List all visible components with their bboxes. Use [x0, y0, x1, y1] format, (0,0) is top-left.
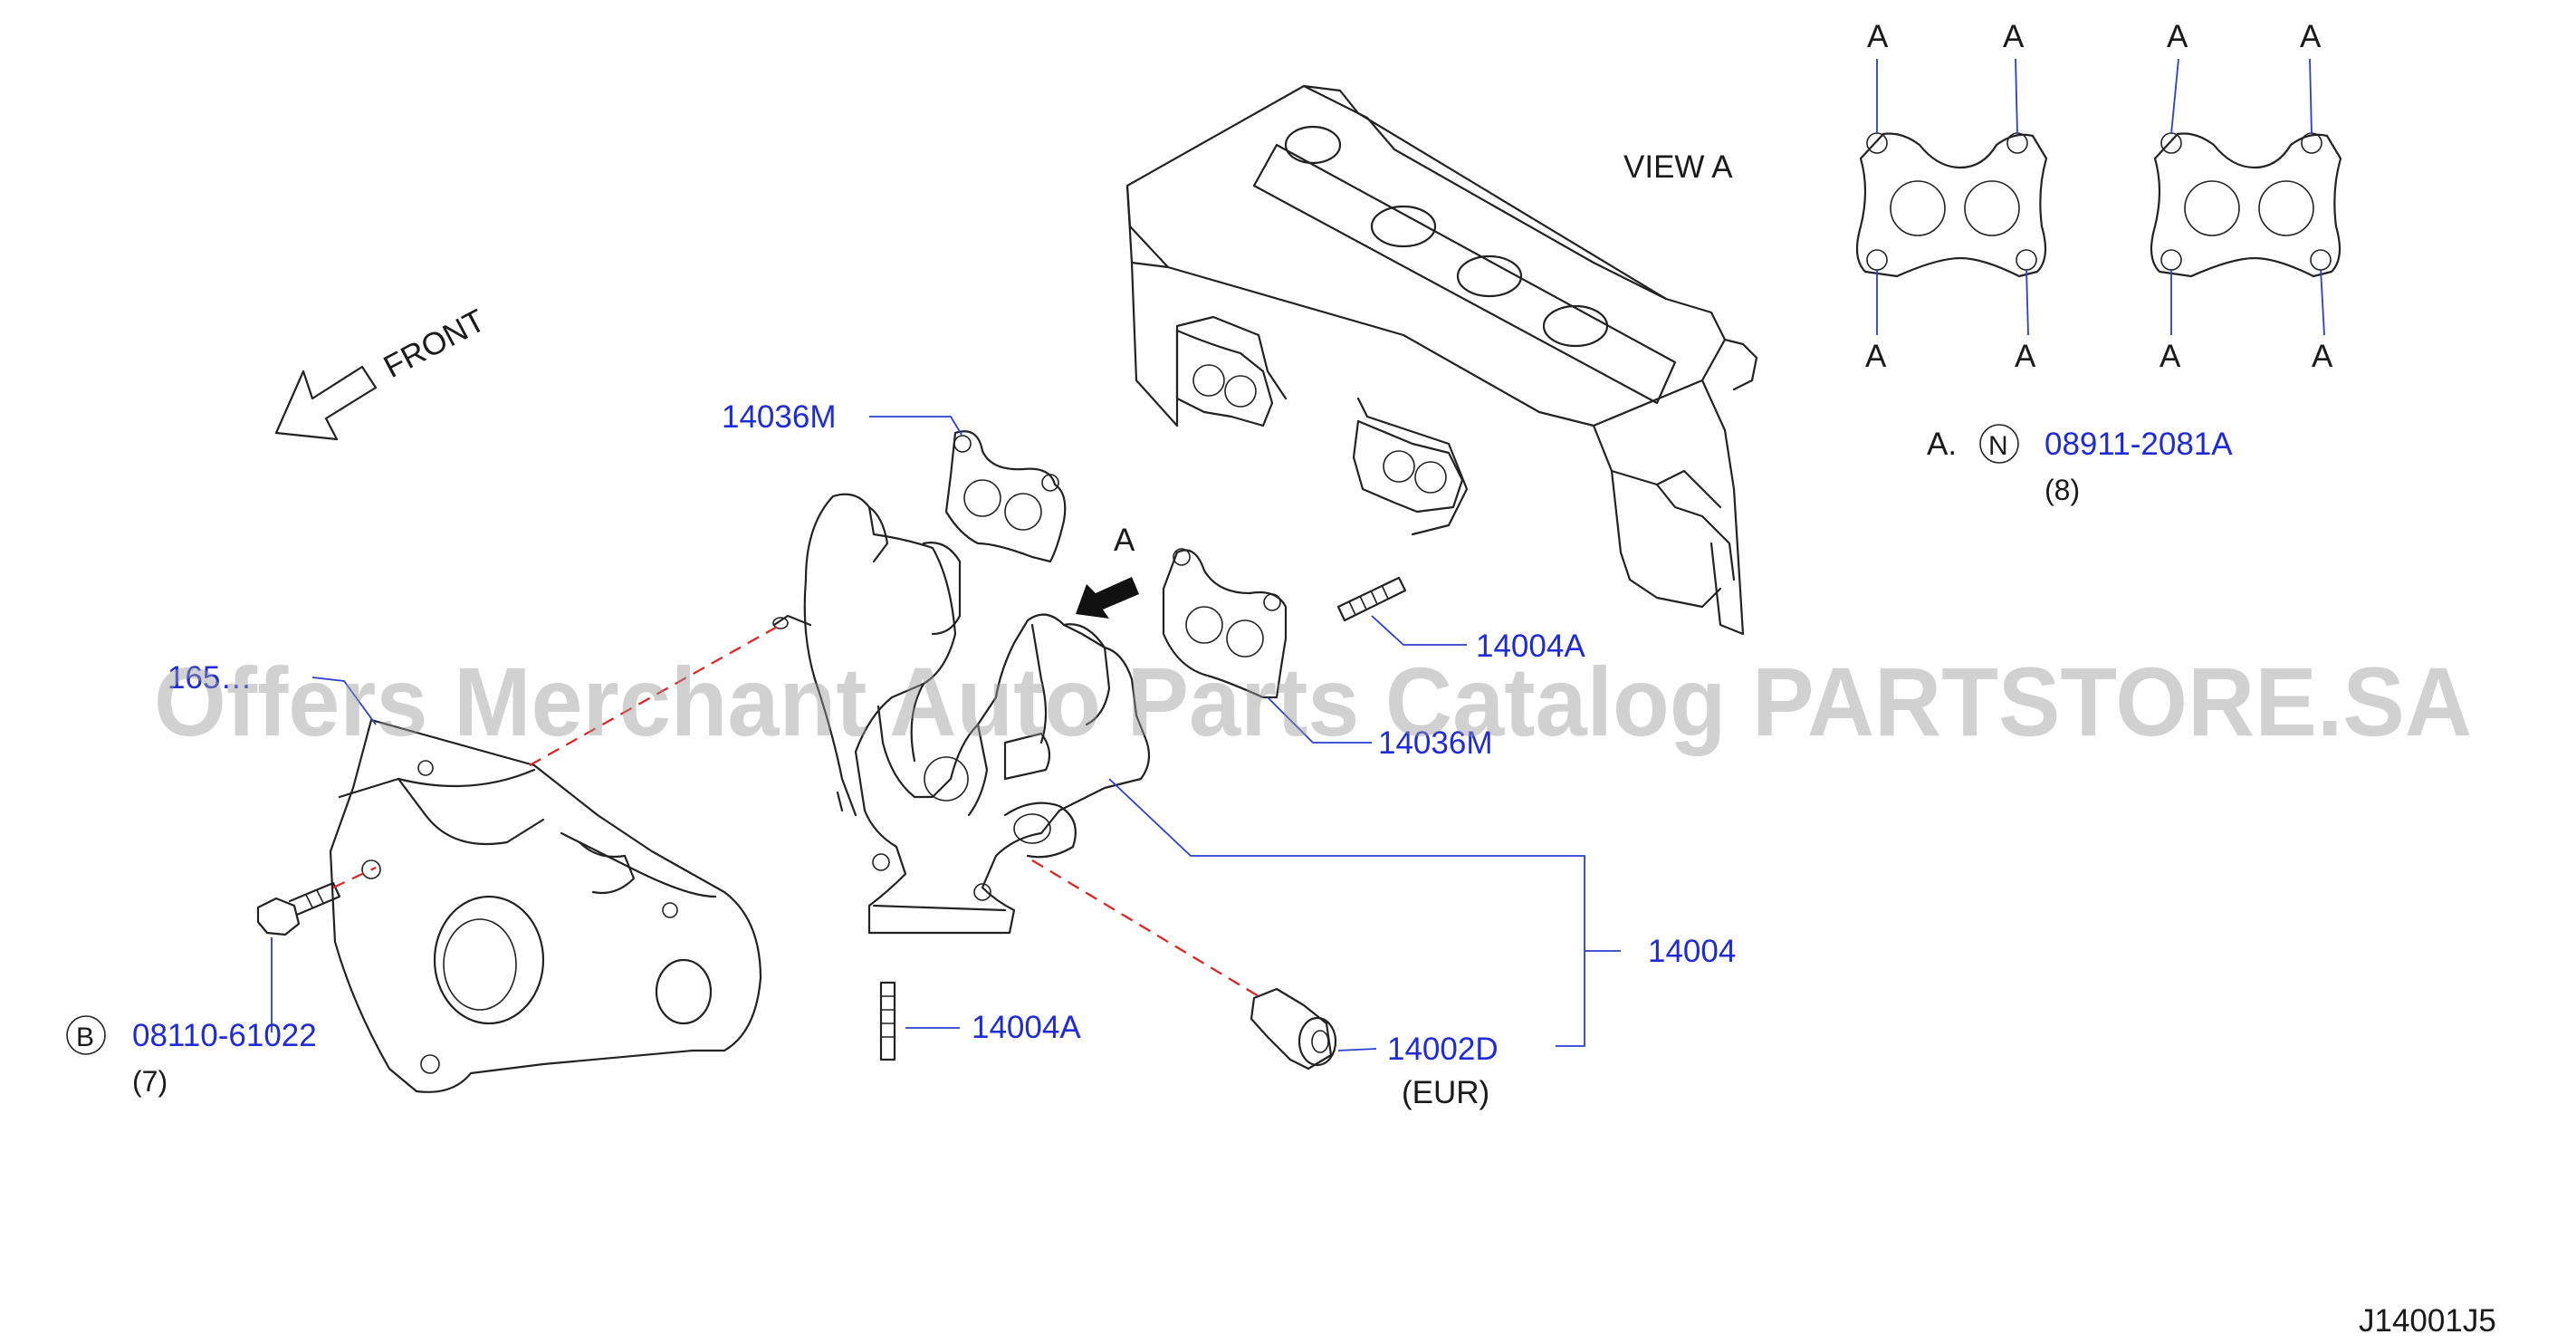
view-a-mark-5: A: [1865, 339, 1887, 374]
view-a-mark-4: A: [2300, 19, 2322, 54]
bolt-b-symbol-circle: [66, 1015, 106, 1055]
note-n-symbol-circle: [1979, 424, 2019, 464]
stud-lower: [879, 981, 896, 1061]
part-08110-61022[interactable]: 08110-61022: [132, 1018, 317, 1053]
bolt-b-symbol: B: [76, 1022, 94, 1052]
part-14004A-lower[interactable]: 14004A: [972, 1010, 1081, 1045]
assembly-line-bolt: [332, 867, 377, 888]
view-a-mark-6: A: [2015, 339, 2036, 374]
note-n-symbol: N: [1988, 431, 2008, 461]
gasket-lower: [1162, 548, 1288, 699]
cylinder-head-drawing: [1125, 84, 1758, 636]
part-14036M-upper[interactable]: 14036M: [722, 399, 836, 435]
exhaust-manifold: [772, 493, 1151, 935]
view-a-title: VIEW A: [1623, 149, 1733, 185]
part-14036M-lower[interactable]: 14036M: [1378, 725, 1492, 761]
part-14002D[interactable]: 14002D: [1387, 1032, 1499, 1067]
part-14004[interactable]: 14004: [1648, 934, 1736, 969]
view-a-gaskets: [1855, 58, 2342, 336]
assembly-line-shield: [529, 624, 781, 766]
diagram-code: J14001J5: [2359, 1303, 2496, 1339]
part-08911-2081A[interactable]: 08911-2081A: [2045, 427, 2233, 462]
stud-upper: [1336, 576, 1407, 622]
view-a-mark-7: A: [2159, 339, 2181, 374]
bolt-qty: (7): [132, 1065, 168, 1098]
front-arrow-icon: [274, 365, 378, 441]
part-14004A-upper[interactable]: 14004A: [1476, 629, 1585, 664]
bolt-08110: [256, 881, 341, 936]
eur-label: (EUR): [1402, 1075, 1489, 1110]
view-a-arrow-icon: [1076, 577, 1139, 619]
heat-shield: [329, 718, 762, 1093]
view-a-mark-3: A: [2167, 19, 2188, 54]
view-a-mark-8: A: [2312, 339, 2333, 374]
view-a-arrow-label: A: [1114, 523, 1135, 558]
front-label: FRONT: [378, 302, 491, 385]
part-heat-shield-partial[interactable]: 165…: [168, 660, 252, 696]
note-a-prefix: A.: [1927, 427, 1957, 462]
gasket-upper: [944, 430, 1067, 563]
view-a-mark-2: A: [2003, 19, 2025, 54]
view-a-mark-1: A: [1867, 19, 1889, 54]
note-a-qty: (8): [2045, 474, 2080, 506]
plug-bolt: [1250, 987, 1337, 1070]
watermark: Offers Merchant Auto Parts Catalog PARTS…: [154, 647, 2472, 756]
assembly-line-plug: [1031, 859, 1259, 997]
